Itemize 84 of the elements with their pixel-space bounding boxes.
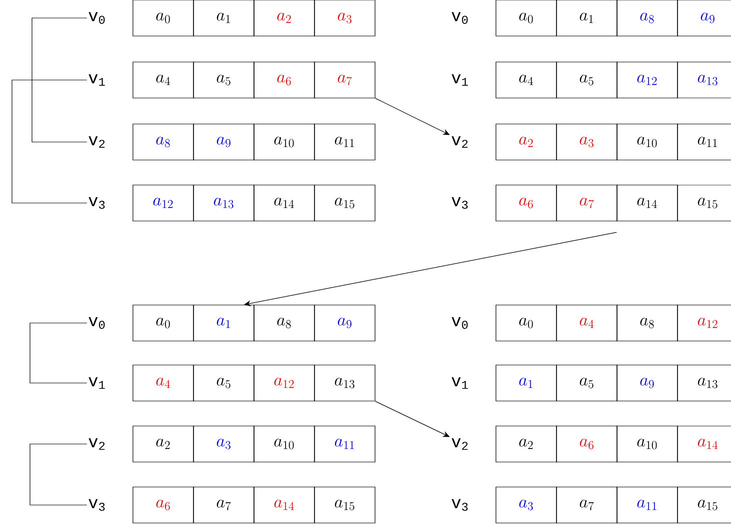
vector-label: v$_{2}$: [88, 136, 105, 148]
bracket-line: [30, 322, 88, 384]
array-cell: $a_{9}$: [677, 0, 731, 36]
array-cell: $a_{3}$: [314, 0, 376, 36]
array-cell: $a_{7}$: [556, 184, 618, 222]
array-cell: $a_{1}$: [556, 0, 618, 36]
array-cell: $a_{14}$: [254, 184, 315, 222]
array-cell: $a_{9}$: [193, 124, 254, 160]
array-cell: $a_{1}$: [193, 0, 254, 36]
vector-label: v$_{2}$: [452, 438, 468, 450]
vector-label: v$_{2}$: [88, 438, 105, 450]
array-cell: $a_{10}$: [616, 426, 678, 462]
array-cell: $a_{0}$: [132, 304, 194, 342]
vector-label: v$_{1}$: [452, 74, 468, 86]
array-cell: $a_{6}$: [496, 184, 557, 222]
array-cell: $a_{15}$: [314, 486, 376, 524]
array-cell: $a_{4}$: [132, 62, 194, 98]
array-cell: $a_{12}$: [616, 62, 678, 98]
array-cell: $a_{13}$: [193, 184, 254, 222]
array-cell: $a_{3}$: [193, 426, 254, 462]
array-cell: $a_{8}$: [254, 304, 315, 342]
array-cell: $a_{6}$: [132, 486, 194, 524]
vector-label: v$_{0}$: [452, 317, 468, 329]
vector-label: v$_{3}$: [452, 499, 468, 511]
array-cell: $a_{5}$: [556, 62, 618, 98]
array-cell: $a_{7}$: [556, 486, 618, 524]
array-cell: $a_{12}$: [254, 364, 315, 402]
array-cell: $a_{3}$: [496, 486, 557, 524]
array-cell: $a_{6}$: [254, 62, 315, 98]
array-cell: $a_{0}$: [132, 0, 194, 36]
vector-label: v$_{3}$: [452, 197, 468, 209]
vector-label: v$_{3}$: [88, 197, 105, 209]
vector-label: v$_{1}$: [452, 377, 468, 389]
array-cell: $a_{10}$: [254, 426, 315, 462]
array-cell: $a_{13}$: [314, 364, 376, 402]
array-cell: $a_{4}$: [132, 364, 194, 402]
array-cell: $a_{14}$: [616, 184, 678, 222]
array-cell: $a_{15}$: [314, 184, 376, 222]
array-cell: $a_{10}$: [254, 124, 315, 160]
vector-label: v$_{0}$: [88, 317, 105, 329]
array-cell: $a_{11}$: [314, 124, 376, 160]
array-cell: $a_{11}$: [314, 426, 376, 462]
array-cell: $a_{14}$: [677, 426, 731, 462]
array-cell: $a_{15}$: [677, 486, 731, 524]
array-cell: $a_{8}$: [616, 0, 678, 36]
array-cell: $a_{15}$: [677, 184, 731, 222]
array-cell: $a_{13}$: [677, 364, 731, 402]
array-cell: $a_{0}$: [496, 0, 557, 36]
array-cell: $a_{0}$: [496, 304, 557, 342]
array-cell: $a_{3}$: [556, 124, 618, 160]
array-cell: $a_{11}$: [677, 124, 731, 160]
array-cell: $a_{5}$: [193, 364, 254, 402]
array-cell: $a_{12}$: [132, 184, 194, 222]
bracket-line: [32, 18, 88, 142]
array-cell: $a_{5}$: [556, 364, 618, 402]
array-cell: $a_{2}$: [132, 426, 194, 462]
array-cell: $a_{10}$: [616, 124, 678, 160]
array-cell: $a_{8}$: [616, 304, 678, 342]
array-cell: $a_{5}$: [193, 62, 254, 98]
array-cell: $a_{9}$: [616, 364, 678, 402]
array-cell: $a_{6}$: [556, 426, 618, 462]
bracket-line: [12, 80, 88, 204]
array-cell: $a_{14}$: [254, 486, 315, 524]
array-cell: $a_{13}$: [677, 62, 731, 98]
bracket-line: [30, 444, 88, 506]
vector-label: v$_{0}$: [452, 12, 468, 24]
array-cell: $a_{9}$: [314, 304, 376, 342]
array-cell: $a_{4}$: [496, 62, 557, 98]
array-cell: $a_{8}$: [132, 124, 194, 160]
array-cell: $a_{2}$: [254, 0, 315, 36]
array-cell: $a_{2}$: [496, 426, 557, 462]
array-cell: $a_{2}$: [496, 124, 557, 160]
vector-label: v$_{1}$: [88, 74, 105, 86]
array-cell: $a_{7}$: [193, 486, 254, 524]
vector-label: v$_{3}$: [88, 499, 105, 511]
vector-label: v$_{2}$: [452, 136, 468, 148]
array-cell: $a_{11}$: [616, 486, 678, 524]
vector-label: v$_{0}$: [88, 12, 105, 24]
array-cell: $a_{12}$: [677, 304, 731, 342]
vector-label: v$_{1}$: [88, 377, 105, 389]
array-cell: $a_{4}$: [556, 304, 618, 342]
array-cell: $a_{1}$: [193, 304, 254, 342]
array-cell: $a_{7}$: [314, 62, 376, 98]
array-cell: $a_{1}$: [496, 364, 557, 402]
